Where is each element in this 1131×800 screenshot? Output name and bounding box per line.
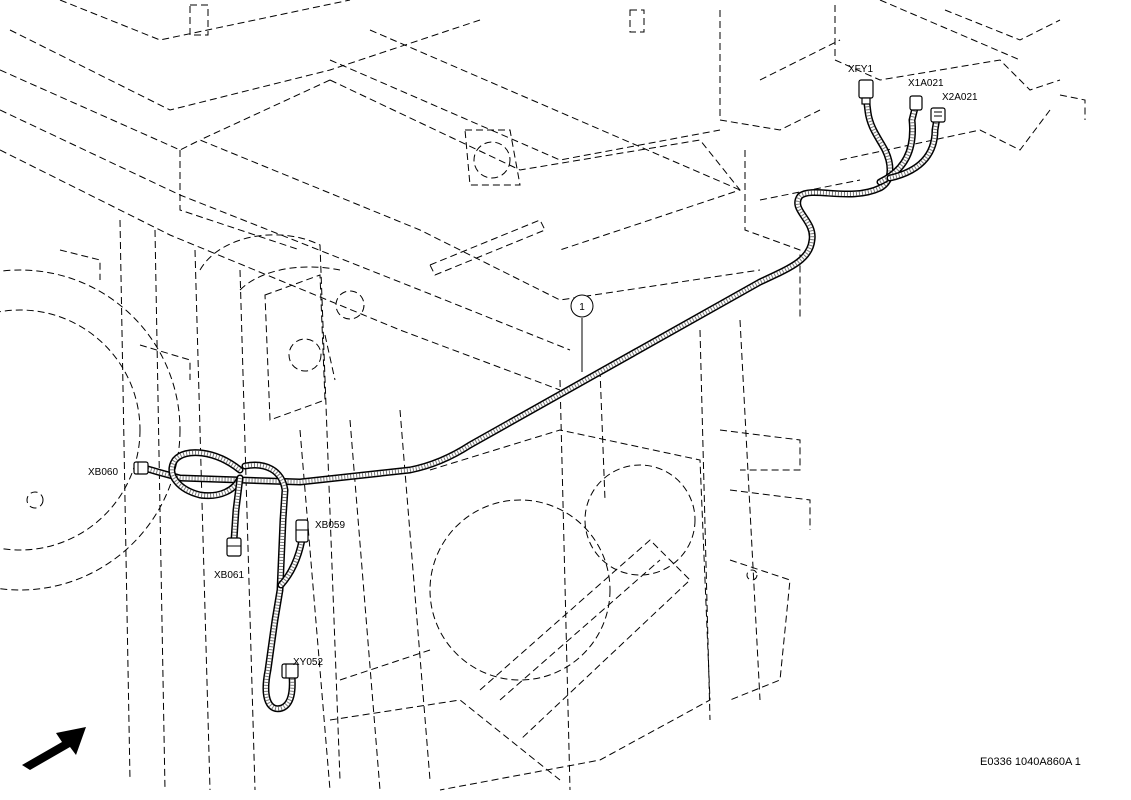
callout-1: 1 xyxy=(570,294,594,372)
connector-xy052 xyxy=(281,663,299,679)
label-x1a021: X1A021 xyxy=(908,78,944,89)
wiring-harness xyxy=(141,92,941,713)
connector-x1a021 xyxy=(909,95,923,111)
label-xb061: XB061 xyxy=(214,570,244,581)
label-xb060: XB060 xyxy=(88,467,118,478)
callout-1-number: 1 xyxy=(579,302,585,313)
connector-xfy1 xyxy=(858,79,874,105)
label-xy052: XY052 xyxy=(293,657,323,668)
figure-code: E0336 1040A860A 1 xyxy=(980,756,1081,768)
connector-xb059 xyxy=(295,519,309,543)
connector-xb060 xyxy=(133,461,149,475)
direction-arrow-icon xyxy=(22,727,86,770)
connector-x2a021 xyxy=(930,107,946,123)
label-x2a021: X2A021 xyxy=(942,92,978,103)
machine-frame xyxy=(0,0,1086,791)
label-xfy1: XFY1 xyxy=(848,64,873,75)
connector-xb061 xyxy=(226,537,242,557)
label-xb059: XB059 xyxy=(315,520,345,531)
